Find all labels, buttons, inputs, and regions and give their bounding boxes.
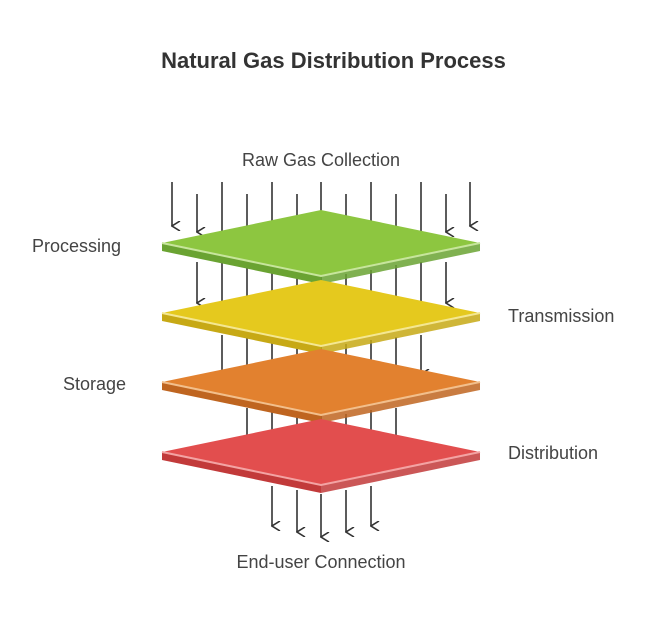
layer-storage <box>161 349 481 423</box>
layer-transmission <box>161 280 481 354</box>
label-end-user-connection: End-user Connection <box>236 552 406 572</box>
layer-distribution-left-face <box>162 452 321 493</box>
layer-processing-top-face <box>162 210 480 276</box>
layer-processing-left-face <box>162 243 321 284</box>
layer-processing-edge-highlight <box>161 242 481 278</box>
layer-transmission-edge-highlight <box>161 312 481 348</box>
layer-processing-right-face <box>321 243 480 284</box>
label-distribution: Distribution <box>508 443 599 463</box>
layer-storage-right-face <box>321 382 480 423</box>
layer-storage-edge-highlight <box>161 381 481 417</box>
layers-group <box>161 210 481 493</box>
layer-storage-left-face <box>162 382 321 423</box>
layer-distribution <box>161 419 481 493</box>
label-raw-gas-collection: Raw Gas Collection <box>241 150 401 170</box>
label-processing: Processing <box>32 236 122 256</box>
layer-distribution-top-face <box>162 419 480 485</box>
layer-transmission-right-face <box>321 313 480 354</box>
layer-distribution-right-face <box>321 452 480 493</box>
label-transmission: Transmission <box>508 306 615 326</box>
layer-distribution-edge-highlight <box>161 451 481 487</box>
label-storage: Storage <box>63 374 127 394</box>
diagram-title: Natural Gas Distribution Process <box>161 48 506 73</box>
layer-transmission-left-face <box>162 313 321 354</box>
layer-transmission-top-face <box>162 280 480 346</box>
layer-storage-top-face <box>162 349 480 415</box>
layer-processing <box>161 210 481 284</box>
